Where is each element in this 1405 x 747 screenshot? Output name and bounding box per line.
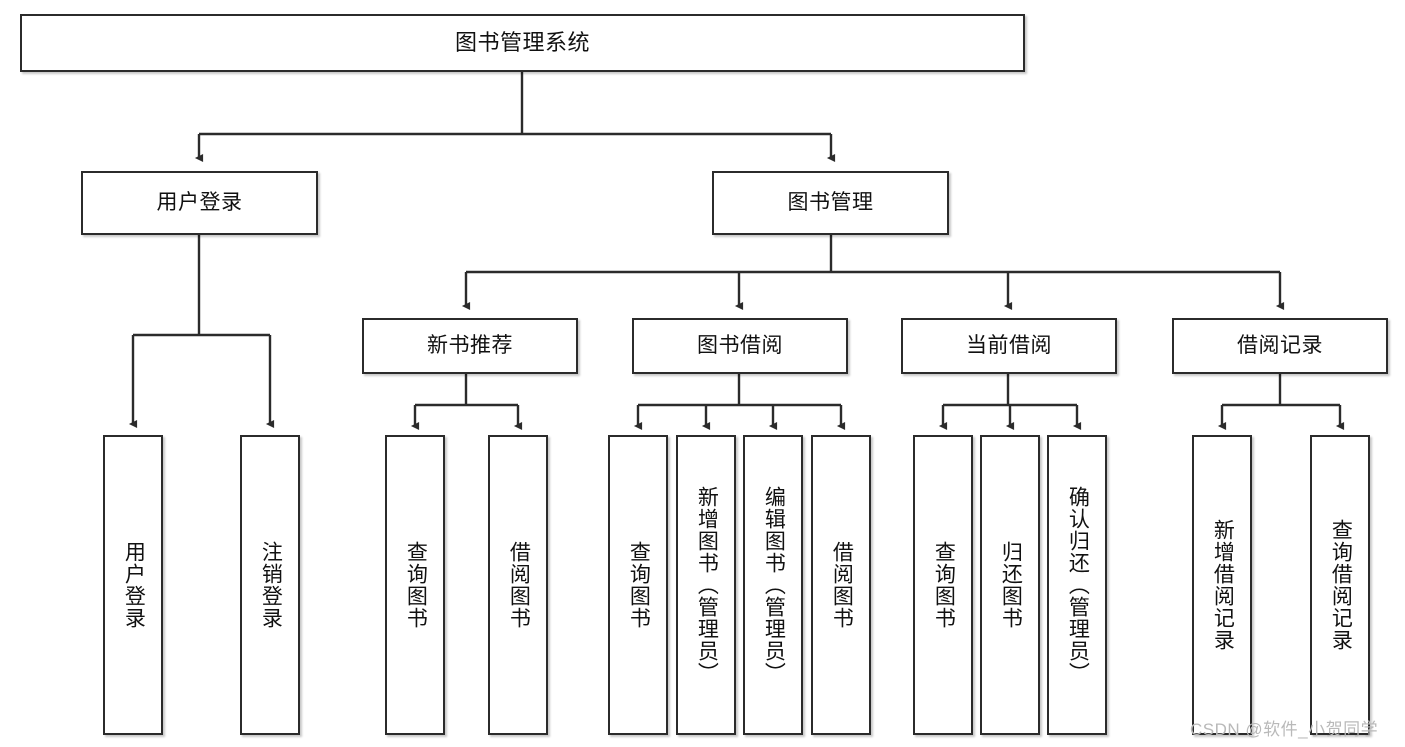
leaf-borrow-book-recommend[interactable]: 借阅图书	[488, 435, 548, 735]
leaf-logout[interactable]: 注销登录	[240, 435, 300, 735]
leaf-query-book-recommend[interactable]: 查询图书	[385, 435, 445, 735]
leaf-edit-book-admin[interactable]: 编辑图书（管理员）	[743, 435, 803, 735]
leaf-add-borrow-record-label: 新增借阅记录	[1211, 519, 1235, 651]
leaf-query-borrow-record[interactable]: 查询借阅记录	[1310, 435, 1370, 735]
node-book-manage[interactable]: 图书管理	[712, 171, 949, 235]
leaf-query-book-current-label: 查询图书	[932, 541, 956, 629]
node-new-book-recommend-label: 新书推荐	[427, 334, 513, 358]
leaf-query-book-borrow[interactable]: 查询图书	[608, 435, 668, 735]
leaf-return-book[interactable]: 归还图书	[980, 435, 1040, 735]
node-user-login[interactable]: 用户登录	[81, 171, 318, 235]
leaf-add-borrow-record[interactable]: 新增借阅记录	[1192, 435, 1252, 735]
node-root-label: 图书管理系统	[454, 29, 590, 55]
node-new-book-recommend[interactable]: 新书推荐	[362, 318, 578, 374]
node-current-borrow-label: 当前借阅	[966, 334, 1052, 358]
node-book-borrow[interactable]: 图书借阅	[632, 318, 848, 374]
leaf-add-book-admin-label: 新增图书（管理员）	[695, 486, 719, 684]
node-user-login-label: 用户登录	[156, 191, 243, 215]
node-root-book-management-system[interactable]: 图书管理系统	[20, 14, 1025, 72]
leaf-add-book-admin[interactable]: 新增图书（管理员）	[676, 435, 736, 735]
leaf-return-book-label: 归还图书	[999, 541, 1023, 629]
leaf-borrow-book[interactable]: 借阅图书	[811, 435, 871, 735]
leaf-user-login-label: 用户登录	[122, 541, 146, 629]
leaf-confirm-return-admin-label: 确认归还（管理员）	[1066, 486, 1090, 684]
leaf-edit-book-admin-label: 编辑图书（管理员）	[762, 486, 786, 684]
leaf-query-book-recommend-label: 查询图书	[404, 541, 428, 629]
leaf-confirm-return-admin[interactable]: 确认归还（管理员）	[1047, 435, 1107, 735]
leaf-user-login[interactable]: 用户登录	[103, 435, 163, 735]
leaf-logout-label: 注销登录	[259, 541, 283, 629]
leaf-borrow-book-recommend-label: 借阅图书	[507, 541, 531, 629]
node-borrow-record[interactable]: 借阅记录	[1172, 318, 1388, 374]
node-book-borrow-label: 图书借阅	[697, 334, 783, 358]
leaf-query-borrow-record-label: 查询借阅记录	[1329, 519, 1353, 651]
leaf-query-book-current[interactable]: 查询图书	[913, 435, 973, 735]
node-current-borrow[interactable]: 当前借阅	[901, 318, 1117, 374]
leaf-query-book-borrow-label: 查询图书	[627, 541, 651, 629]
node-borrow-record-label: 借阅记录	[1237, 334, 1323, 358]
leaf-borrow-book-label: 借阅图书	[830, 541, 854, 629]
node-book-manage-label: 图书管理	[787, 191, 874, 215]
